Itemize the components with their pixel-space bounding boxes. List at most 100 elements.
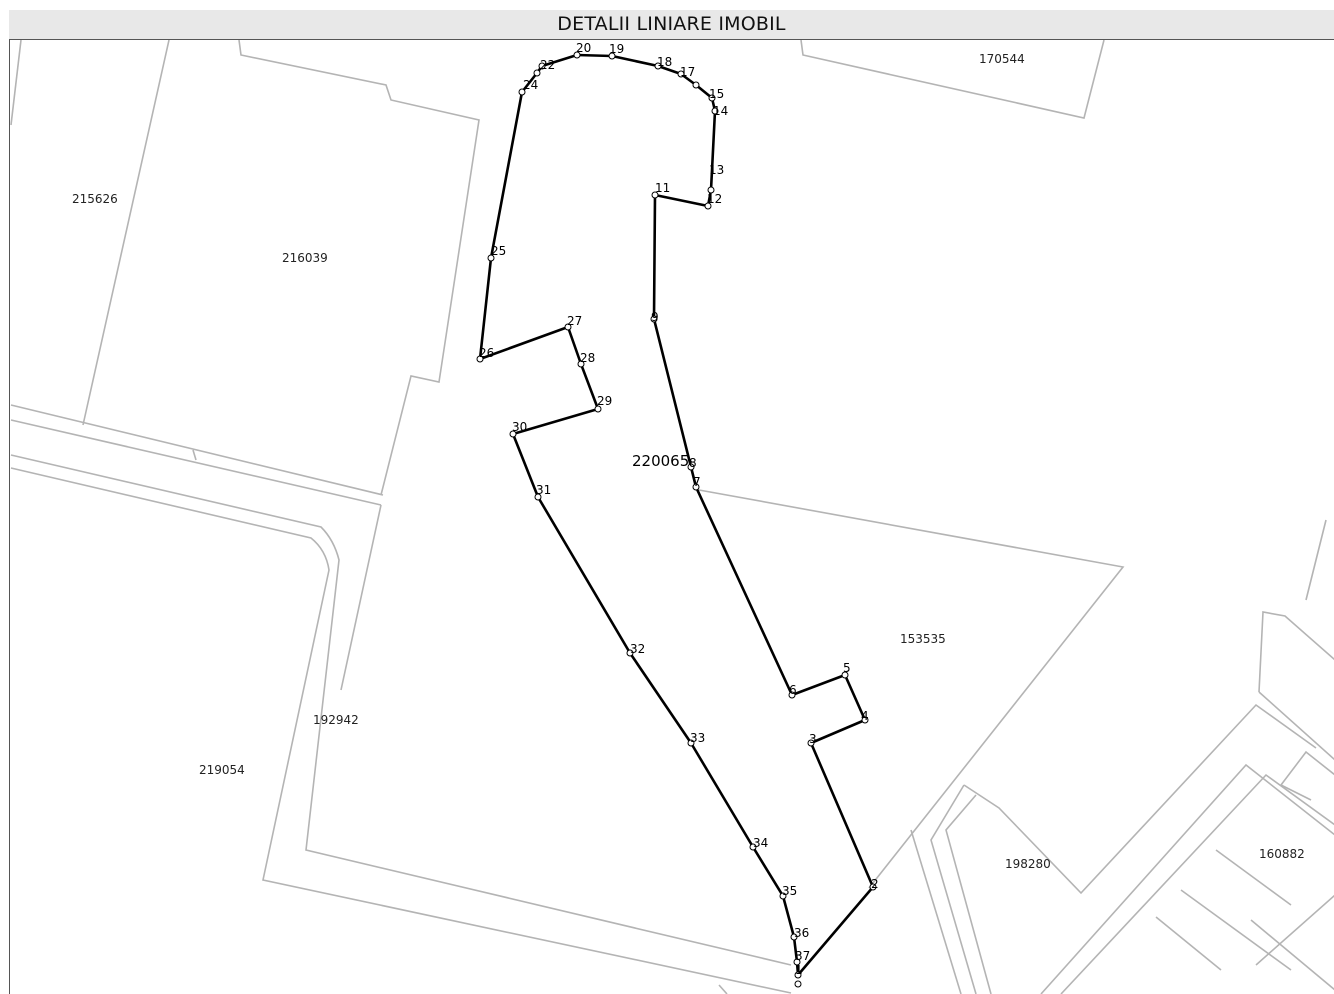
vertex-label: 26 (479, 346, 494, 360)
vertex-label: 7 (693, 475, 701, 489)
parcel-label: 219054 (199, 763, 245, 777)
vertex-marker (788, 691, 796, 699)
parcel-outline (1305, 519, 1327, 601)
vertex-marker (487, 254, 495, 262)
vertex-marker (518, 88, 526, 96)
vertex-label: 32 (630, 642, 645, 656)
vertex-marker (861, 716, 869, 724)
parcel-outline (800, 40, 1105, 119)
vertex-label: 28 (580, 351, 595, 365)
map-title: DETALII LINIARE IMOBIL (9, 10, 1334, 40)
vertex-label: 12 (707, 192, 722, 206)
vertex-label: 34 (753, 836, 768, 850)
vertex-label: 6 (789, 683, 797, 697)
vertex-marker (564, 323, 572, 331)
vertex-marker (841, 671, 849, 679)
parcel-outline (1280, 784, 1312, 801)
map-window: DETALII LINIARE IMOBIL (9, 10, 1334, 994)
vertex-marker (793, 958, 801, 966)
vertex-marker (749, 843, 757, 851)
vertex-marker (807, 739, 815, 747)
vertex-marker (651, 191, 659, 199)
vertex-label: 13 (709, 163, 724, 177)
parcel-outline (910, 829, 962, 994)
vertex-marker (687, 739, 695, 747)
parcel-label: 170544 (979, 52, 1025, 66)
parcel-outline (10, 419, 382, 506)
parcel-outline (963, 703, 1317, 895)
vertex-marker (534, 493, 542, 501)
parcel-outlines (10, 40, 1334, 994)
parcel-outline (10, 454, 792, 966)
vertex-marker (533, 69, 541, 77)
vertex-marker (779, 892, 787, 900)
vertex-marker (573, 51, 581, 59)
parcel-outline (698, 489, 1125, 889)
parcel-label: 160882 (1259, 847, 1305, 861)
parcel-labels: 170544 215626 216039 153535 192942 21905… (72, 52, 1305, 871)
vertex-label: 30 (512, 420, 527, 434)
main-parcel-label: 220065 (632, 452, 689, 470)
parcel-outline (1060, 773, 1334, 994)
parcel-label: 192942 (313, 713, 359, 727)
vertex-label: 22 (540, 58, 555, 72)
vertex-marker (704, 202, 712, 210)
cadastral-map: 1 2 3 4 5 6 7 8 9 11 12 13 14 15 17 18 1… (10, 40, 1334, 994)
vertex-marker (794, 980, 802, 988)
vertex-marker (650, 315, 658, 323)
parcel-outline (1180, 889, 1292, 971)
vertex-label: 19 (609, 42, 624, 56)
vertex-label: 33 (690, 731, 705, 745)
map-canvas[interactable]: 1 2 3 4 5 6 7 8 9 11 12 13 14 15 17 18 1… (9, 40, 1334, 994)
vertex-marker (794, 971, 802, 979)
parcel-outline (238, 40, 480, 496)
vertex-marker (869, 883, 877, 891)
vertex-marker (509, 430, 517, 438)
vertex-label: 4 (861, 709, 869, 723)
vertex-label: 29 (597, 394, 612, 408)
vertex-marker (687, 463, 695, 471)
vertex-marker (677, 70, 685, 78)
vertex-label: 17 (680, 65, 695, 79)
vertex-marker (708, 94, 716, 102)
vertex-marker (608, 52, 616, 60)
parcel-boundary-220065[interactable] (478, 53, 875, 977)
parcel-outline (945, 794, 992, 994)
vertex-label: 5 (843, 661, 851, 675)
parcel-outline (1258, 691, 1334, 761)
vertex-label: 14 (713, 104, 728, 118)
vertex-marker (790, 933, 798, 941)
vertex-marker (594, 405, 602, 413)
vertex-marker (692, 483, 700, 491)
parcel-outline (1255, 894, 1334, 966)
parcel-label: 198280 (1005, 857, 1051, 871)
parcel-label: 216039 (282, 251, 328, 265)
parcel-outline (930, 784, 977, 994)
parcel-outline (82, 40, 170, 426)
vertex-marker (626, 649, 634, 657)
vertex-label: 9 (651, 310, 659, 324)
parcel-outline (1280, 750, 1334, 786)
vertex-marker (707, 186, 715, 194)
vertex-markers (476, 51, 877, 988)
vertex-label: 2 (871, 877, 879, 891)
vertex-label: 25 (491, 244, 506, 258)
vertex-label: 18 (657, 55, 672, 69)
parcel-outline (10, 404, 384, 496)
parcel-outline (192, 449, 197, 461)
vertex-label: 8 (689, 456, 697, 470)
vertex-label: 20 (576, 41, 591, 55)
parcel-outline (340, 504, 382, 691)
parcel-outline (1258, 611, 1334, 693)
vertex-label: 24 (523, 78, 538, 92)
vertex-label: 27 (567, 314, 582, 328)
vertex-label: 35 (782, 884, 797, 898)
vertex-label: 15 (709, 87, 724, 101)
vertex-label: 37 (795, 949, 810, 963)
parcel-outline (1155, 916, 1222, 971)
vertex-marker (692, 81, 700, 89)
vertex-marker (577, 360, 585, 368)
parcel-label: 153535 (900, 632, 946, 646)
vertex-labels: 1 2 3 4 5 6 7 8 9 11 12 13 14 15 17 18 1… (479, 41, 879, 977)
parcel-label: 215626 (72, 192, 118, 206)
